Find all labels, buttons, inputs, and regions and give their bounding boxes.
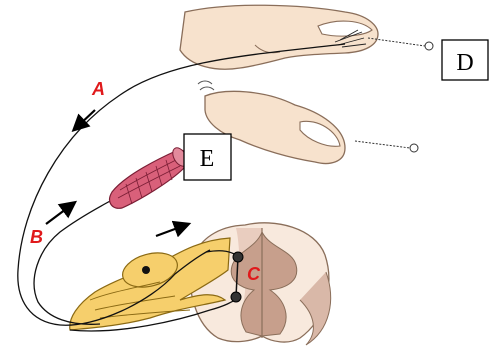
label-d-box: D (442, 40, 488, 80)
label-e: E (200, 146, 215, 172)
label-b: B (30, 227, 43, 247)
upper-pin (368, 38, 433, 50)
muscle (110, 145, 191, 208)
label-c: C (247, 264, 261, 284)
label-d: D (456, 50, 473, 76)
motion-marks (198, 81, 214, 90)
lower-pin (355, 141, 418, 152)
label-a: A (91, 79, 105, 99)
ganglion-cell-body (142, 266, 150, 274)
label-e-box: E (184, 134, 231, 180)
